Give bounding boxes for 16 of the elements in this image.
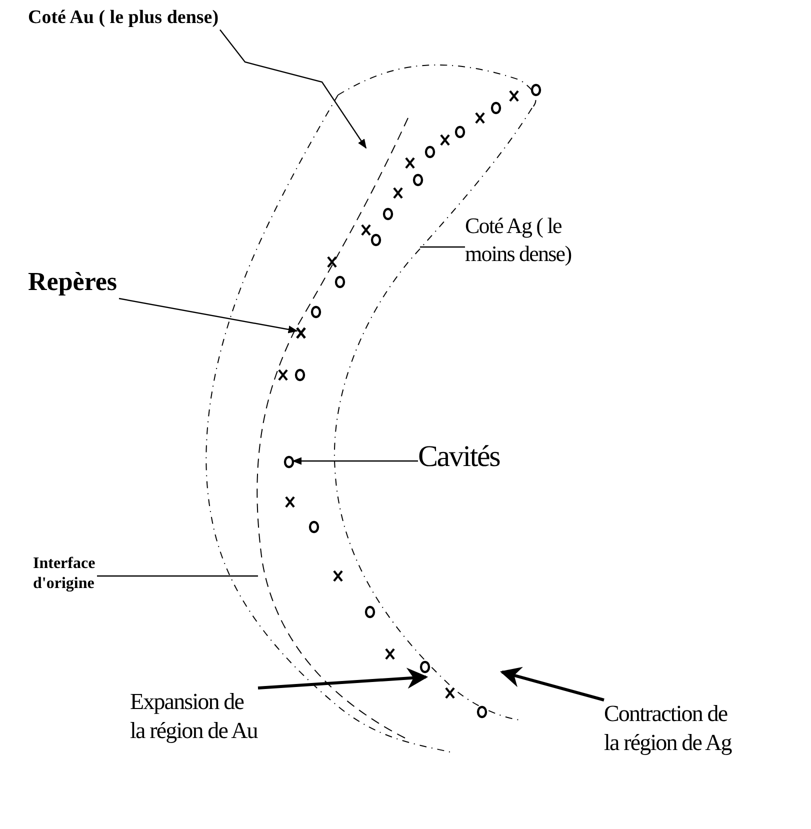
callout-text: Interface d'origine [33, 554, 97, 594]
cavity-circle [284, 456, 294, 468]
arrow [220, 29, 367, 149]
arrow [292, 457, 418, 465]
callout-text: Coté Ag ( le moins dense) [465, 212, 573, 267]
callout-text: Coté Au ( le plus dense) [28, 6, 220, 30]
arrow [118, 298, 298, 334]
leader-line [97, 575, 258, 577]
callout-text: Cavités [418, 438, 501, 476]
leader-line [420, 246, 465, 248]
callout-text: Repères [28, 266, 119, 298]
arrow [500, 666, 604, 702]
arrow [258, 668, 428, 690]
callout-text: Expansion de la région de Au [130, 688, 258, 746]
marker-cross [296, 326, 306, 340]
callout-text: Contraction de la région de Ag [604, 700, 733, 758]
